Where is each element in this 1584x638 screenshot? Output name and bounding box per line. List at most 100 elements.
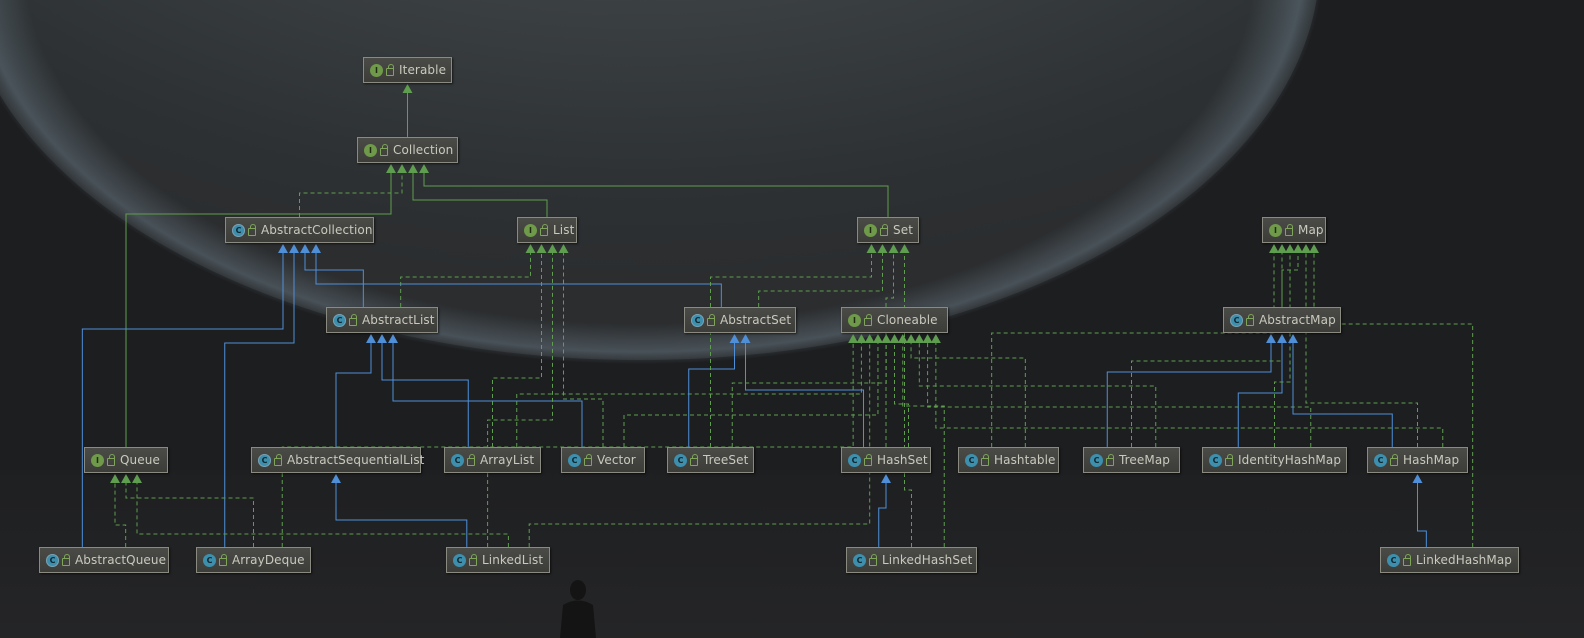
node-label: Queue: [120, 453, 160, 467]
edge-linkedhashset-to-cloneable: [902, 342, 945, 547]
abstract-class-icon: C: [46, 553, 59, 567]
arrowhead: [558, 244, 569, 253]
public-lock-icon: [880, 224, 888, 236]
abstract-class-icon: C: [258, 453, 271, 467]
node-tree-set[interactable]: C TreeSet: [667, 447, 754, 473]
arrowhead: [419, 164, 429, 173]
arrowhead: [866, 244, 877, 253]
arrowhead: [729, 334, 740, 343]
arrowhead: [547, 244, 558, 253]
edge-list-to-collection: [412, 172, 548, 217]
edge-linkedlist-to-cloneable: [528, 342, 871, 547]
edge-linkedhashmap-to-map: [1313, 252, 1474, 547]
arrowhead: [121, 474, 131, 483]
public-lock-icon: [1106, 454, 1114, 466]
node-label: TreeSet: [703, 453, 749, 467]
arrowhead: [872, 334, 883, 343]
node-label: LinkedHashMap: [1416, 553, 1513, 567]
edge-linkedlist-to-queue: [136, 482, 509, 547]
class-icon: C: [1387, 553, 1400, 567]
arrowhead: [1266, 334, 1276, 343]
edge-linkedlist-to-abstractsequentiallist: [335, 482, 468, 547]
public-lock-icon: [864, 454, 872, 466]
node-label: Hashtable: [994, 453, 1056, 467]
class-icon: C: [451, 453, 464, 467]
public-lock-icon: [380, 144, 388, 156]
public-lock-icon: [1246, 314, 1254, 326]
node-label: ArrayDeque: [232, 553, 305, 567]
arrowhead: [110, 474, 120, 483]
public-lock-icon: [707, 314, 715, 326]
class-icon: C: [1090, 453, 1103, 467]
node-abstract-sequential-list[interactable]: C AbstractSequentialList: [251, 447, 424, 473]
arrowhead: [922, 334, 933, 343]
planet-rim: [0, 0, 1321, 364]
interface-icon: I: [1269, 223, 1282, 237]
node-label: AbstractSequentialList: [287, 453, 425, 467]
arrowhead: [402, 84, 413, 93]
arrowhead: [1269, 244, 1279, 253]
edge-vector-to-abstractlist: [392, 342, 583, 447]
arrowhead: [848, 334, 859, 343]
edge-identityhashmap-to-cloneable: [927, 342, 1312, 447]
edge-linkedhashset-to-hashset: [878, 482, 887, 547]
edge-abstractlist-to-list: [400, 252, 531, 307]
arrowhead: [1288, 334, 1298, 343]
edge-linkedhashmap-to-hashmap: [1417, 482, 1427, 547]
arrowhead: [888, 244, 899, 253]
node-hashtable[interactable]: C Hashtable: [958, 447, 1059, 473]
edge-arraylist-to-abstractlist: [381, 342, 469, 447]
edge-abstractset-to-abstractcollection: [315, 252, 722, 307]
edge-abstractset-to-set: [758, 252, 883, 307]
arrowhead: [1309, 244, 1319, 253]
class-icon: C: [1374, 453, 1387, 467]
class-icon: C: [965, 453, 978, 467]
arrowhead: [897, 334, 908, 343]
node-linked-hash-map[interactable]: C LinkedHashMap: [1380, 547, 1519, 573]
interface-icon: I: [370, 63, 383, 77]
edge-vector-to-list: [563, 252, 604, 447]
edge-linkedhashset-to-set: [904, 252, 912, 547]
arrowhead: [536, 244, 547, 253]
public-lock-icon: [62, 554, 70, 566]
public-lock-icon: [467, 454, 475, 466]
node-label: AbstractList: [362, 313, 435, 327]
public-lock-icon: [248, 224, 256, 236]
arrowhead: [397, 164, 407, 173]
public-lock-icon: [219, 554, 227, 566]
edge-treeset-to-set: [710, 252, 872, 447]
arrowhead: [899, 244, 910, 253]
edge-set-to-collection: [423, 172, 889, 217]
class-icon: C: [848, 453, 861, 467]
class-icon: C: [853, 553, 866, 567]
edge-abstractqueue-to-queue: [114, 482, 127, 547]
arrowhead: [331, 474, 341, 483]
public-lock-icon: [1225, 454, 1233, 466]
edge-treeset-to-abstractset: [688, 342, 735, 447]
class-icon: C: [674, 453, 687, 467]
class-icon: C: [453, 553, 466, 567]
arrowhead: [366, 334, 376, 343]
